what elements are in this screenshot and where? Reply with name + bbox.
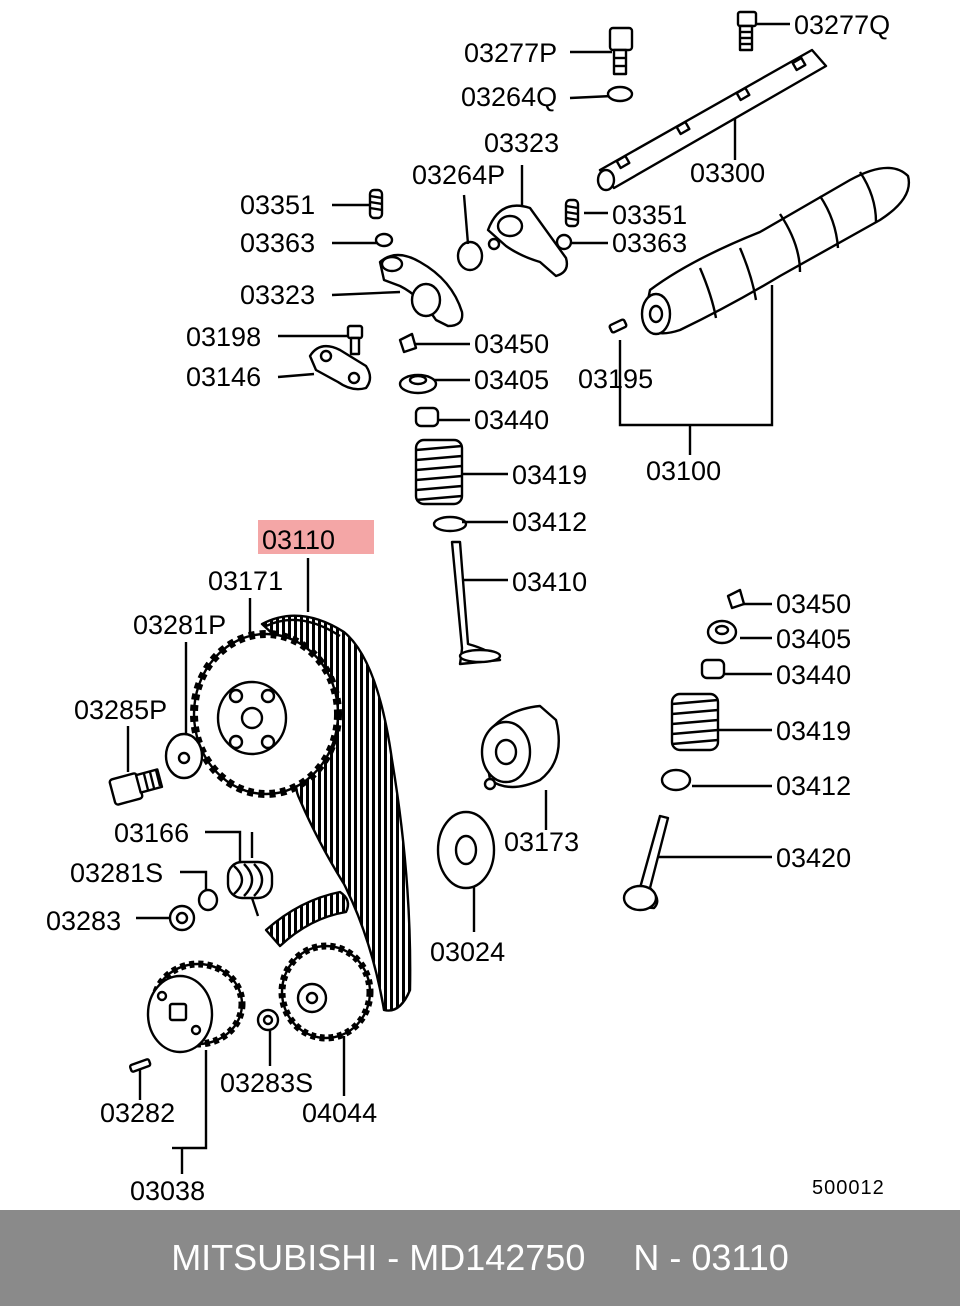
seal-03440-lower-icon: [700, 658, 726, 680]
label-03300[interactable]: 03300: [690, 158, 765, 188]
label-03450-lower[interactable]: 03450: [776, 589, 851, 619]
label-03281p[interactable]: 03281P: [133, 610, 226, 640]
parts: [108, 10, 911, 1073]
label-03351-left[interactable]: 03351: [240, 190, 315, 220]
label-03285p[interactable]: 03285P: [74, 695, 167, 725]
label-03171[interactable]: 03171: [208, 566, 283, 596]
label-03283[interactable]: 03283: [46, 906, 121, 936]
label-03277q[interactable]: 03277Q: [794, 10, 890, 40]
retainer-03405-upper-icon: [398, 373, 438, 395]
camshaft-03100-icon: [640, 166, 911, 336]
label-03410[interactable]: 03410: [512, 567, 587, 597]
nut-03363-left-icon: [374, 232, 394, 248]
washer-03281p-icon: [164, 732, 204, 780]
nut-03363-right-icon: [555, 233, 573, 251]
spring-03351-left-icon: [368, 188, 384, 220]
label-03420[interactable]: 03420: [776, 843, 851, 873]
parts-diagram: 03277Q 03277P 03264Q 03323 03300 03264P …: [46, 10, 911, 1206]
footer-ref: N - 03110: [633, 1237, 789, 1278]
retainer-03405-lower-icon: [706, 619, 738, 645]
bolt-03277q-icon: [736, 10, 758, 52]
spring-03351-right-icon: [564, 198, 580, 228]
footer-separator: -: [387, 1237, 400, 1278]
label-03419-upper[interactable]: 03419: [512, 460, 587, 490]
footer-bar: MITSUBISHI - MD142750 N - 03110: [0, 1210, 960, 1306]
label-03363-right[interactable]: 03363: [612, 228, 687, 258]
seal-03440-upper-icon: [414, 406, 440, 428]
nut-03283-icon: [168, 904, 196, 932]
belt-lower-span-icon: [264, 890, 350, 948]
highlight-03110: [258, 520, 374, 554]
bolt-03198-icon: [346, 324, 364, 356]
washer-03281s-icon: [197, 888, 219, 912]
drawing-code: 500012: [812, 1177, 885, 1199]
label-04044[interactable]: 04044: [302, 1098, 377, 1128]
bolt-03277p-icon: [608, 26, 634, 76]
pin-03195-icon: [608, 318, 628, 334]
seat-03412-upper-icon: [432, 515, 468, 533]
tensioner-pulley-03173-icon: [480, 704, 560, 791]
label-03323-upper[interactable]: 03323: [484, 128, 559, 158]
label-03450-upper[interactable]: 03450: [474, 329, 549, 359]
spring-03166-icon: [226, 860, 274, 917]
label-03195[interactable]: 03195: [578, 364, 653, 394]
rocker-arm-03323-icon: [486, 204, 569, 278]
label-03110[interactable]: 03110: [262, 525, 335, 555]
part-labels: 03277Q 03277P 03264Q 03323 03300 03264P …: [46, 10, 890, 1206]
label-03264q[interactable]: 03264Q: [461, 82, 557, 112]
label-03412-upper[interactable]: 03412: [512, 507, 587, 537]
label-03363-left[interactable]: 03363: [240, 228, 315, 258]
label-03038[interactable]: 03038: [130, 1176, 205, 1206]
keeper-03450-lower-icon: [726, 588, 746, 610]
label-03166[interactable]: 03166: [114, 818, 189, 848]
label-03146[interactable]: 03146: [186, 362, 261, 392]
label-03440-lower[interactable]: 03440: [776, 660, 851, 690]
label-03405-lower[interactable]: 03405: [776, 624, 851, 654]
valve-03410-icon: [450, 540, 502, 666]
label-03282[interactable]: 03282: [100, 1098, 175, 1128]
label-03100[interactable]: 03100: [646, 456, 721, 486]
label-03283s[interactable]: 03283S: [220, 1068, 313, 1098]
spring-03419-lower-icon: [670, 692, 720, 752]
spring-03419-upper-icon: [414, 438, 464, 506]
plate-03146-icon: [308, 344, 372, 391]
footer-part-number: MD142750: [409, 1237, 586, 1278]
label-03024[interactable]: 03024: [430, 937, 505, 967]
key-03282-icon: [128, 1058, 152, 1073]
label-03419-lower[interactable]: 03419: [776, 716, 851, 746]
label-03198[interactable]: 03198: [186, 322, 261, 352]
camshaft-sprocket-03171-icon: [190, 630, 342, 798]
leader-lines: [126, 22, 790, 1174]
label-03440-upper[interactable]: 03440: [474, 405, 549, 435]
label-03323-lower[interactable]: 03323: [240, 280, 315, 310]
nut-03283s-icon: [256, 1008, 280, 1032]
label-03277p[interactable]: 03277P: [464, 38, 557, 68]
label-03173[interactable]: 03173: [504, 827, 579, 857]
o-ring-03264p-icon: [456, 240, 484, 272]
label-03405-upper[interactable]: 03405: [474, 365, 549, 395]
rocker-arm-03323-left-icon: [378, 253, 464, 328]
rocker-shaft-03300-icon: [596, 48, 828, 192]
crankshaft-sprocket-03038-icon: [146, 960, 246, 1054]
valve-03420-icon: [622, 814, 670, 912]
plate-03024-icon: [436, 810, 496, 890]
label-03264p[interactable]: 03264P: [412, 160, 505, 190]
keeper-03450-upper-icon: [398, 332, 418, 354]
seat-03412-lower-icon: [660, 768, 692, 792]
bolt-03285p-icon: [108, 768, 164, 806]
label-03412-lower[interactable]: 03412: [776, 771, 851, 801]
label-03281s[interactable]: 03281S: [70, 858, 163, 888]
footer-brand: MITSUBISHI: [171, 1237, 378, 1278]
label-03351-right[interactable]: 03351: [612, 200, 687, 230]
sprocket-04044-icon: [278, 942, 374, 1042]
washer-03264q-icon: [606, 85, 634, 103]
